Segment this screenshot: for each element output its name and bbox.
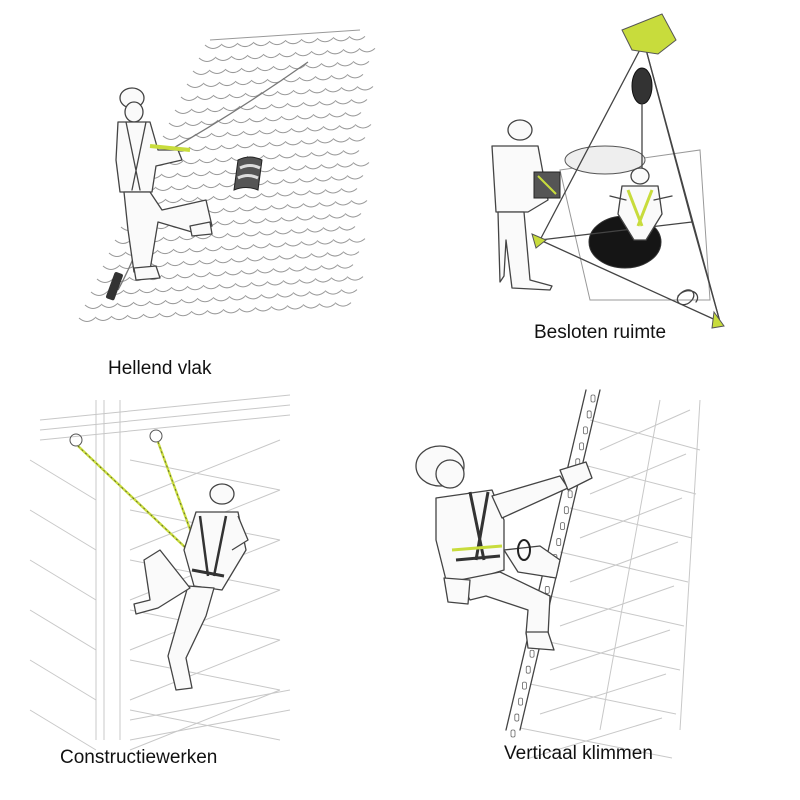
ladder-illustration [415,389,701,759]
carabiner [517,539,531,561]
steel-column [95,400,121,740]
steel-beam-top [39,394,291,441]
panel-hellend-vlak: Hellend vlak [0,0,400,400]
caption-besloten-ruimte: Besloten ruimte [534,322,667,343]
tripod-head [621,13,677,55]
climber-figure [133,483,249,691]
structure-illustration [29,394,291,751]
worker-in-hole [609,167,673,241]
panel-verticaal-klimmen: Verticaal klimmen [400,389,800,800]
caption-verticaal-klimmen: Verticaal klimmen [504,743,653,764]
fall-arrest-block [631,67,653,105]
roof-ridge [209,29,361,41]
tripod-foot [711,310,725,329]
rope-coil [676,289,699,306]
mast-lattice [519,399,701,759]
anchor-point [149,429,163,443]
tripod-illustration [491,13,725,329]
rope-grab [106,272,123,301]
worker-figure [115,87,213,281]
tripod-leg-back [643,41,693,223]
lanyard-right [156,441,196,541]
ground-plate [559,149,711,301]
winch-operator [491,119,561,291]
caption-hellend-vlak: Hellend vlak [108,358,212,379]
lifeline-rope [169,61,309,151]
tripod-chain [539,221,721,323]
climber-figure [415,445,593,651]
roof-tiles [78,35,376,322]
roof-hook [233,156,263,191]
lanyard-accent [149,144,191,152]
caption-constructiewerken: Constructiewerken [60,747,218,768]
tripod-leg-left [539,41,645,241]
tripod-foot [531,233,547,249]
roof-illustration [78,29,376,322]
panel-besloten-ruimte: Besloten ruimte [400,0,800,400]
panel-constructiewerken: Constructiewerken [0,394,400,800]
anchor-point [69,433,83,447]
